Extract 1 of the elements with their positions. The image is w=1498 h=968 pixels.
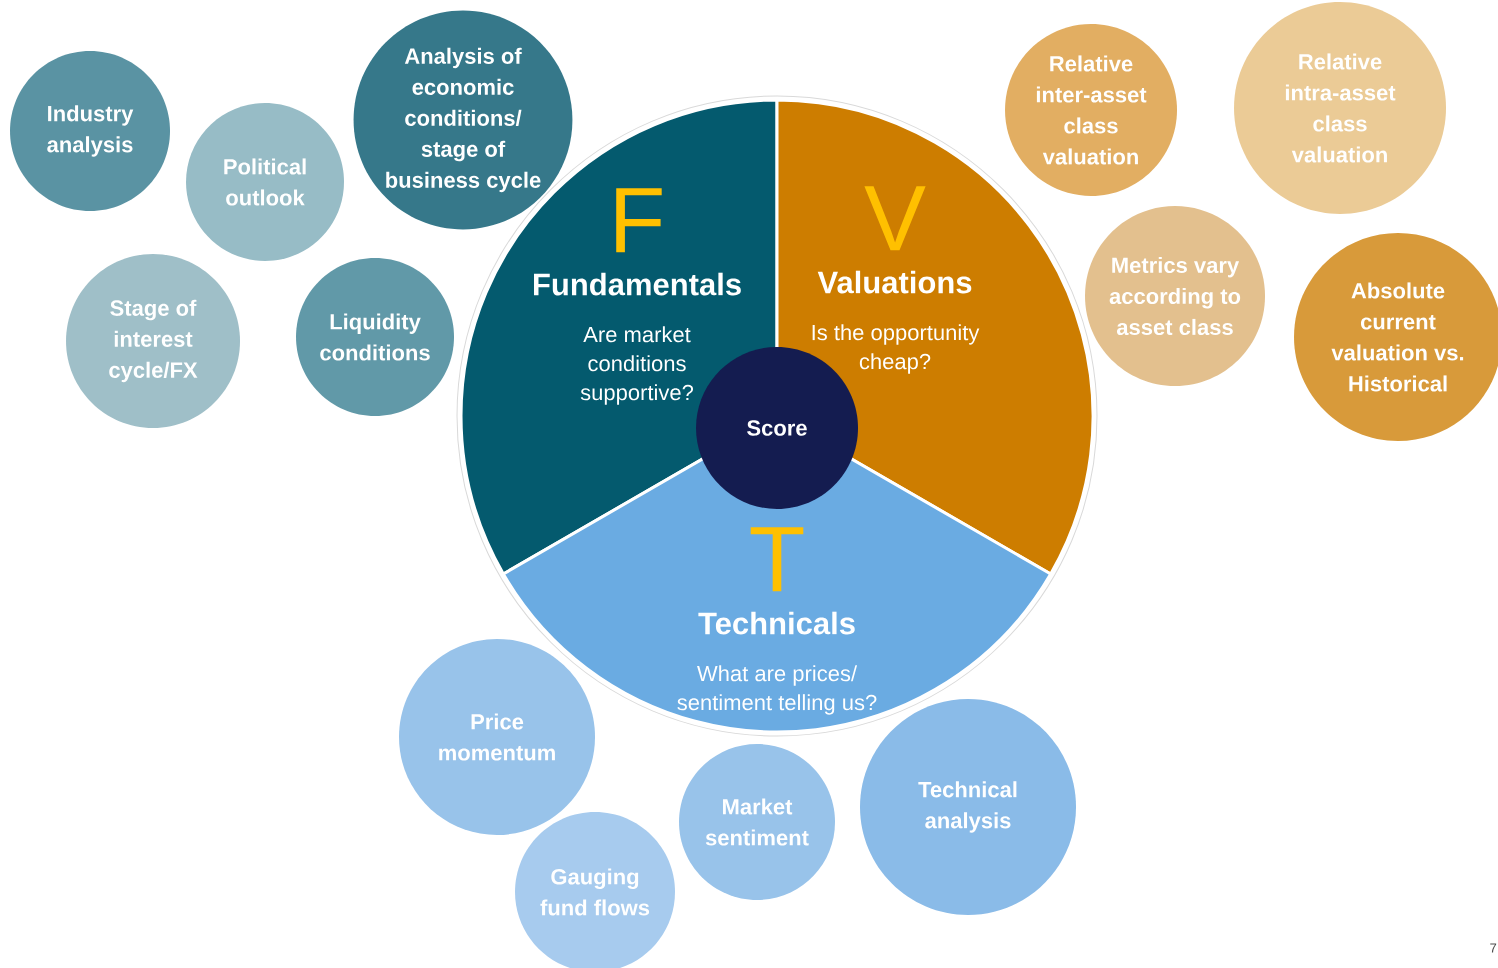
page-number: 7 [1490, 943, 1497, 953]
